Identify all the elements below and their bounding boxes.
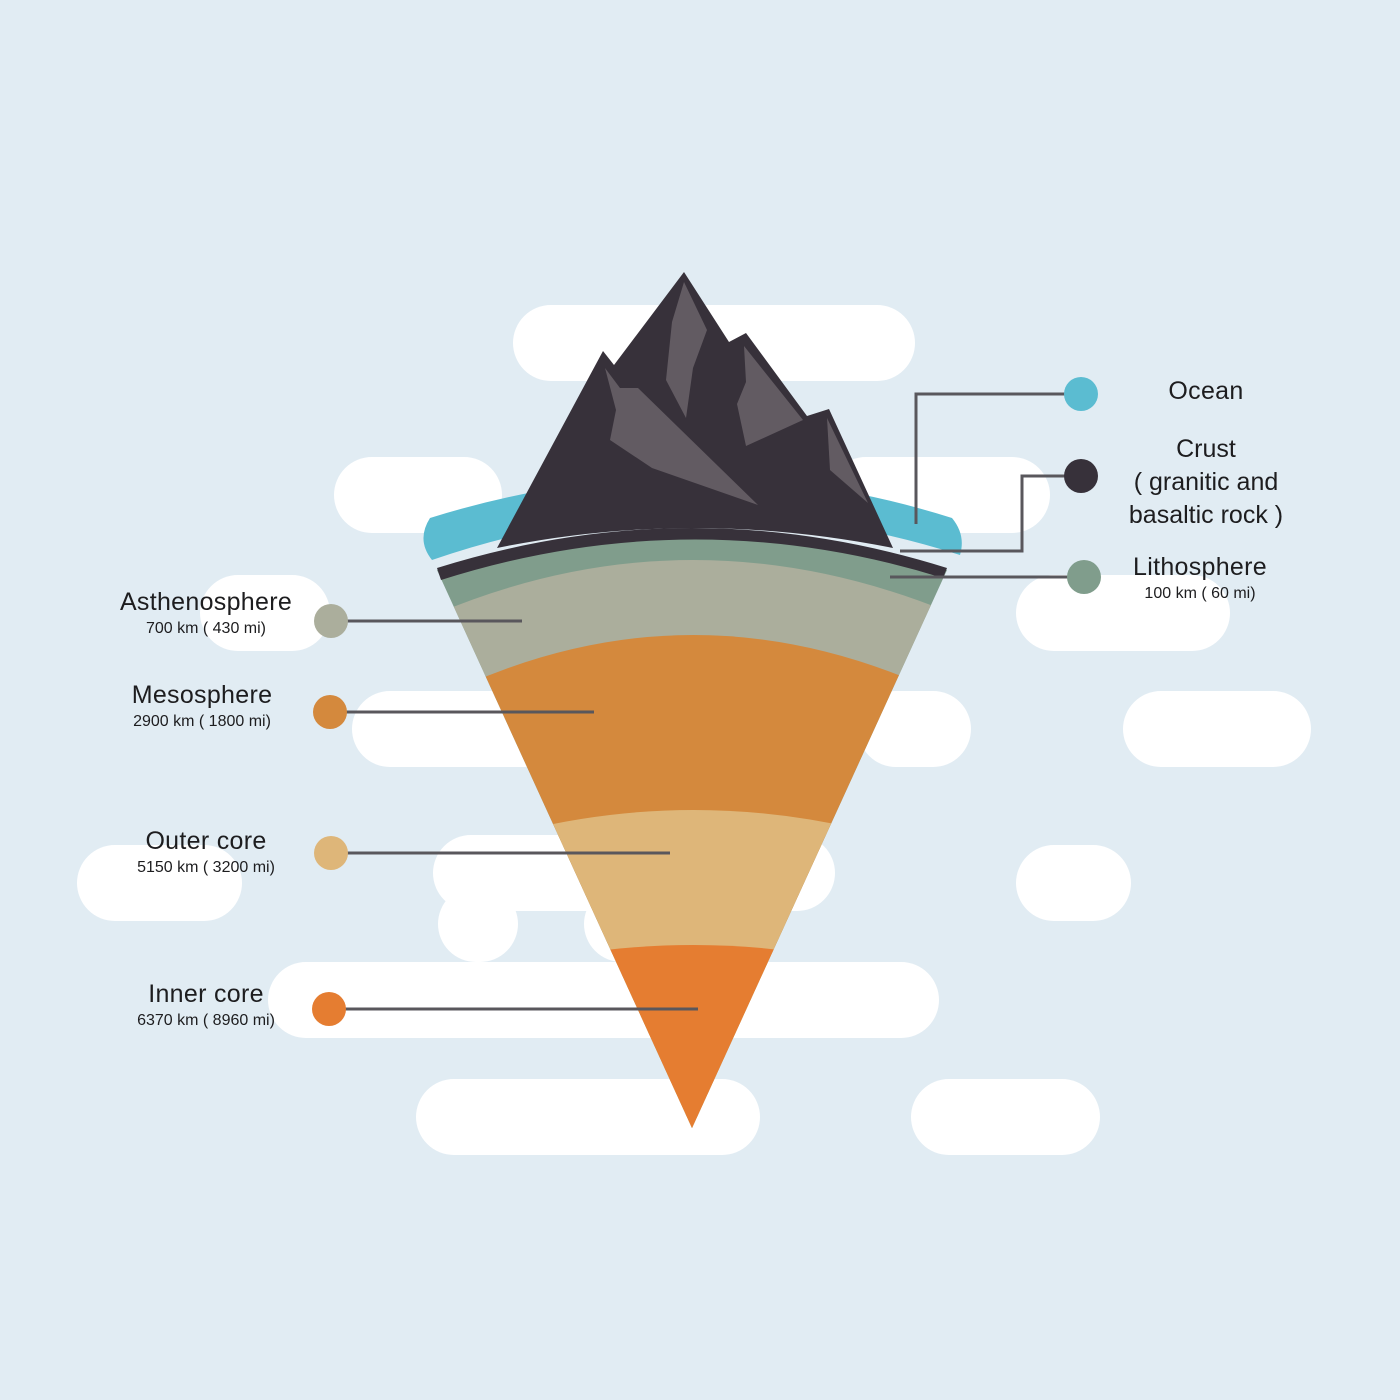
mesosphere-label-depth: 2900 km ( 1800 mi)	[133, 713, 271, 730]
inner-core-label-depth: 6370 km ( 8960 mi)	[137, 1012, 275, 1029]
mesosphere-label-name: Mesosphere	[131, 681, 273, 709]
leader-lines	[329, 392, 1084, 1011]
lithosphere-label-depth: 100 km ( 60 mi)	[1144, 585, 1256, 602]
asthenosphere-label-name: Asthenosphere	[119, 588, 293, 616]
crust-layer	[437, 528, 947, 580]
inner-core-label-name: Inner core	[148, 980, 264, 1008]
outer-core-label-depth: 5150 km ( 3200 mi)	[137, 859, 275, 876]
inner-core-marker-dot	[312, 992, 346, 1026]
cloud	[911, 1079, 1100, 1155]
mesosphere-label: Mesosphere 2900 km ( 1800 mi)	[92, 680, 312, 731]
crust-label: Crust ( granitic and basaltic rock )	[1096, 433, 1316, 532]
ocean-label-name: Ocean	[1168, 377, 1244, 405]
crust-marker-dot	[1064, 459, 1098, 493]
ocean-label: Ocean	[1106, 376, 1306, 406]
inner-core-label: Inner core 6370 km ( 8960 mi)	[96, 979, 316, 1030]
lithosphere-label-name: Lithosphere	[1133, 553, 1267, 581]
cloud	[438, 886, 518, 962]
lithosphere-marker-dot	[1067, 560, 1101, 594]
lithosphere-label: Lithosphere 100 km ( 60 mi)	[1100, 552, 1300, 603]
cloud	[200, 575, 330, 651]
cloud	[1016, 575, 1230, 651]
crust-label-name: Crust	[1176, 435, 1236, 463]
cloud	[268, 962, 939, 1038]
crust-leader-line	[900, 474, 1080, 553]
background-clouds	[77, 305, 1311, 1155]
cloud	[858, 691, 971, 767]
crust-label-line-2: basaltic rock )	[1128, 501, 1284, 529]
marker-dots	[312, 377, 1101, 1026]
ocean-leader-line	[914, 392, 1080, 524]
cloud	[1123, 691, 1311, 767]
crust-label-line-1: ( granitic and	[1133, 468, 1279, 496]
asthenosphere-label-depth: 700 km ( 430 mi)	[145, 620, 267, 637]
outer-core-label-name: Outer core	[145, 827, 267, 855]
ocean-marker-dot	[1064, 377, 1098, 411]
asthenosphere-label: Asthenosphere 700 km ( 430 mi)	[96, 587, 316, 638]
asthenosphere-marker-dot	[314, 604, 348, 638]
mesosphere-marker-dot	[313, 695, 347, 729]
outer-core-marker-dot	[314, 836, 348, 870]
cloud	[416, 1079, 760, 1155]
cloud	[77, 845, 242, 921]
outer-core-label: Outer core 5150 km ( 3200 mi)	[96, 826, 316, 877]
mountain-icon	[497, 272, 893, 548]
cloud	[1016, 845, 1131, 921]
